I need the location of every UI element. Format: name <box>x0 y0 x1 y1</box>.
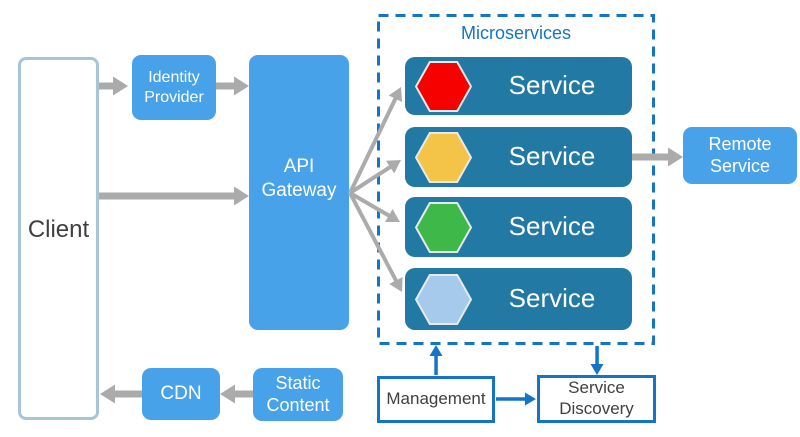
arrow-microservices-to-service-discovery <box>590 346 604 375</box>
node-static-content: Static Content <box>253 368 343 421</box>
green-hexagon-icon <box>415 201 472 253</box>
arrow-static-content-to-cdn <box>220 384 253 404</box>
amber-hexagon-icon <box>415 131 472 183</box>
red-hexagon-icon <box>415 60 472 112</box>
arrow-management-to-service-discovery <box>496 392 536 406</box>
arrow-api-gateway-to-service-2 <box>348 160 401 195</box>
arrow-api-gateway-to-service-3 <box>349 191 400 222</box>
node-api-gateway: API Gateway <box>249 55 349 330</box>
service-2-label: Service <box>508 141 596 172</box>
static-content-label: Static Content <box>266 372 330 415</box>
arrow-management-to-microservices <box>429 345 443 375</box>
arrow-client-to-identity-provider <box>99 76 128 96</box>
node-service-1: Service <box>405 57 632 115</box>
arrow-client-to-api-gateway <box>99 186 249 206</box>
arrow-cdn-to-client <box>100 384 142 404</box>
remote-service-label: Remote Service <box>708 133 772 176</box>
service-1-label: Service <box>508 70 596 101</box>
node-identity-provider: Identity Provider <box>132 55 216 120</box>
node-cdn: CDN <box>142 368 220 420</box>
arrow-api-gateway-to-service-1 <box>348 87 403 194</box>
node-service-4: Service <box>405 268 632 330</box>
node-management: Management <box>377 376 495 423</box>
service-discovery-label: Service Discovery <box>559 378 634 418</box>
client-label: Client <box>27 215 90 243</box>
arrow-api-gateway-to-service-4 <box>348 192 403 292</box>
service-4-label: Service <box>508 283 596 314</box>
node-service-2: Service <box>405 127 632 187</box>
node-service-discovery: Service Discovery <box>537 375 656 423</box>
node-client: Client <box>18 57 99 420</box>
microservices-container-title: Microservices <box>460 23 571 43</box>
light-blue-hexagon-icon <box>415 273 472 325</box>
node-service-3: Service <box>405 197 632 257</box>
service-3-label: Service <box>508 211 596 242</box>
arrow-identity-provider-to-api-gateway <box>216 76 249 96</box>
management-label: Management <box>386 389 486 409</box>
cdn-label: CDN <box>160 383 202 405</box>
identity-provider-label: Identity Provider <box>144 68 204 106</box>
arrow-service-2-to-remote-service <box>632 147 683 167</box>
api-gateway-label: API Gateway <box>261 156 337 201</box>
node-remote-service: Remote Service <box>683 127 797 184</box>
